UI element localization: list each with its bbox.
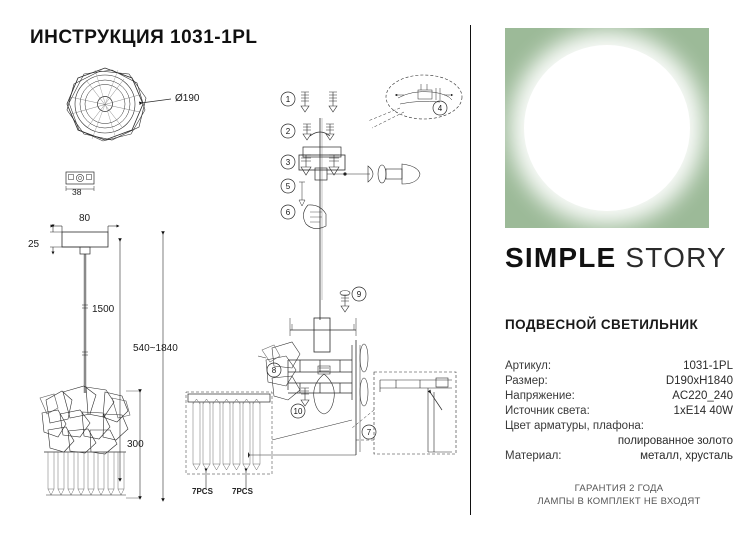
svg-text:9: 9 bbox=[357, 290, 362, 299]
svg-text:5: 5 bbox=[286, 182, 291, 191]
strand-count-left: 7PCS bbox=[192, 487, 213, 496]
svg-text:7: 7 bbox=[367, 428, 372, 437]
dim-diameter: Ø190 bbox=[175, 93, 200, 104]
spec-row-color-label: Цвет арматуры, плафона: bbox=[505, 419, 733, 434]
dim-shade-height: 300 bbox=[127, 439, 144, 450]
spec-row: Напряжение: AC220_240 bbox=[505, 389, 733, 404]
front-elevation bbox=[39, 231, 131, 496]
svg-text:4: 4 bbox=[438, 104, 443, 113]
dim-total-range: 540~1840 bbox=[133, 343, 178, 354]
svg-text:10: 10 bbox=[294, 407, 303, 416]
svg-text:2: 2 bbox=[286, 127, 291, 136]
spec-row-color-value: полированное золото bbox=[505, 434, 733, 449]
footer-notes: ГАРАНТИЯ 2 ГОДА ЛАМПЫ В КОМПЛЕКТ НЕ ВХОД… bbox=[505, 482, 733, 508]
strand-count-right: 7PCS bbox=[232, 487, 253, 496]
spec-row-material: Материал: металл, хрусталь bbox=[505, 449, 733, 464]
spec-label: Материал: bbox=[505, 450, 562, 462]
spec-value: полированное золото bbox=[617, 435, 733, 447]
spec-label: Источник света: bbox=[505, 405, 590, 417]
page-title: ИНСТРУКЦИЯ 1031-1PL bbox=[30, 27, 258, 48]
spec-label: Артикул: bbox=[505, 360, 552, 372]
technical-drawing: 1 2 3 4 5 6 7 8 9 10 bbox=[39, 67, 463, 502]
specification-table: Артикул: 1031-1PL Размер: D190xH1840 Нап… bbox=[505, 359, 733, 464]
warranty-line: ГАРАНТИЯ 2 ГОДА bbox=[574, 483, 664, 494]
spec-value: 1031-1PL bbox=[683, 360, 733, 372]
spec-label: Размер: bbox=[505, 375, 548, 387]
spec-row: Артикул: 1031-1PL bbox=[505, 359, 733, 374]
brand-name: SIMPLE STORY bbox=[505, 242, 727, 274]
dim-drop-length: 1500 bbox=[92, 304, 115, 315]
svg-text:8: 8 bbox=[272, 366, 277, 375]
assembly-diagram bbox=[185, 74, 463, 488]
vertical-divider bbox=[470, 25, 471, 515]
brand-name-bold: SIMPLE bbox=[505, 242, 617, 273]
brand-name-light: STORY bbox=[625, 242, 727, 273]
terminal-block-detail bbox=[65, 171, 95, 191]
brand-logo-panel bbox=[505, 28, 709, 228]
spec-row: Размер: D190xH1840 bbox=[505, 374, 733, 389]
svg-text:3: 3 bbox=[286, 158, 291, 167]
bulbs-note-line: ЛАМПЫ В КОМПЛЕКТ НЕ ВХОДЯТ bbox=[537, 496, 701, 507]
dim-canopy-width: 80 bbox=[79, 213, 91, 224]
spec-value: металл, хрусталь bbox=[640, 450, 733, 462]
callout-markers bbox=[266, 91, 448, 440]
top-view-shade bbox=[66, 67, 147, 142]
spec-label: Напряжение: bbox=[505, 390, 575, 402]
product-type: ПОДВЕСНОЙ СВЕТИЛЬНИК bbox=[505, 317, 699, 332]
spec-value: D190xH1840 bbox=[665, 375, 733, 387]
dim-canopy-height: 25 bbox=[28, 239, 40, 250]
spec-value: AC220_240 bbox=[672, 390, 733, 402]
svg-text:6: 6 bbox=[286, 208, 291, 217]
dimension-lines bbox=[50, 224, 165, 502]
lamp-glow-circle bbox=[524, 45, 690, 211]
svg-text:1: 1 bbox=[286, 95, 291, 104]
dim-terminal-width: 38 bbox=[72, 187, 82, 197]
spec-label: Цвет арматуры, плафона: bbox=[505, 420, 645, 432]
spec-row: Источник света: 1xE14 40W bbox=[505, 404, 733, 419]
crystal-strand-panel bbox=[185, 391, 353, 488]
spec-value: 1xE14 40W bbox=[673, 405, 733, 417]
